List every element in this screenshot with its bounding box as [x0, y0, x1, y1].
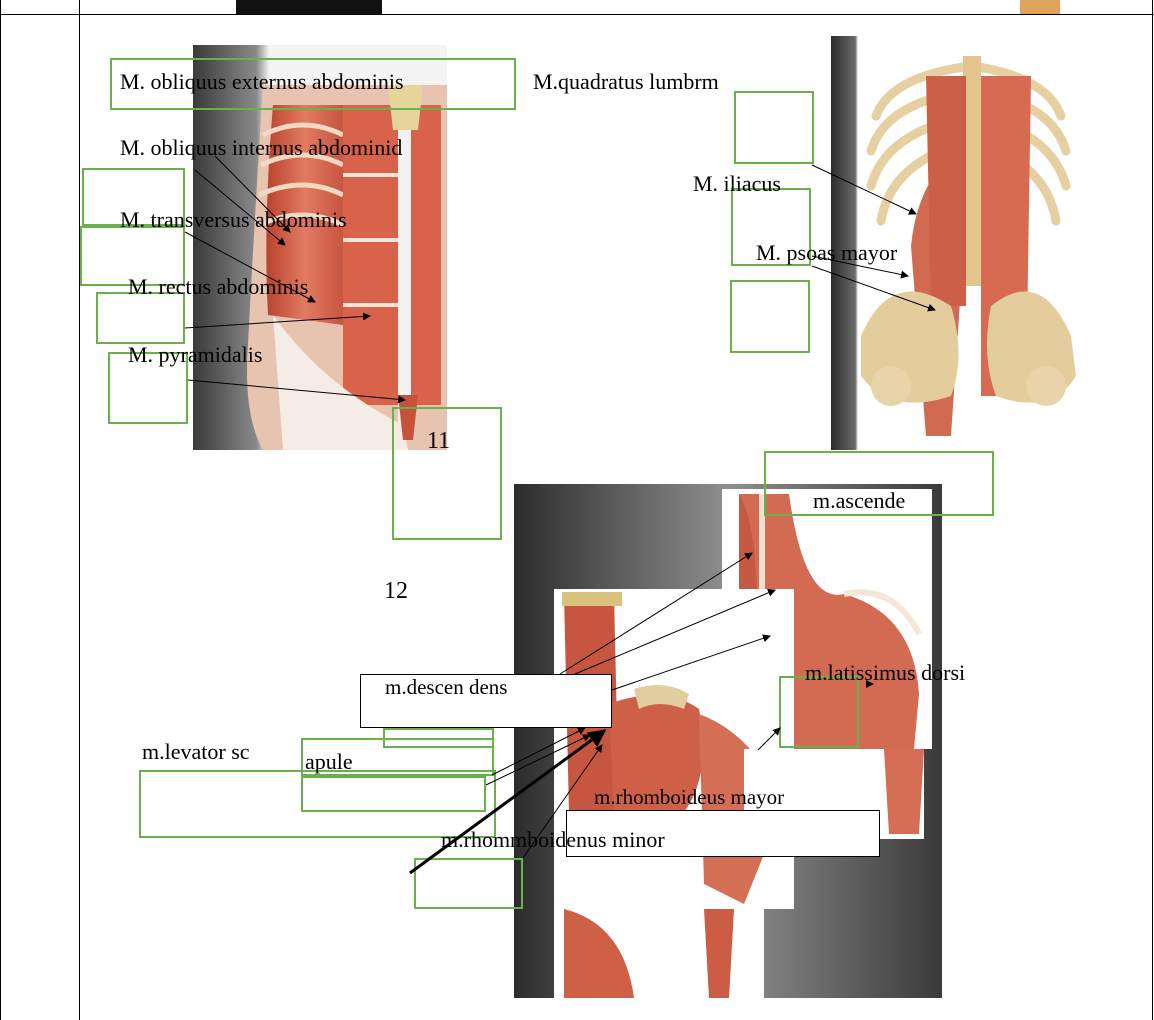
back-shoulder-figure: [514, 484, 942, 998]
label-obliquus-internus: M. obliquus internus abdominid: [120, 136, 402, 160]
green-box-left-3[interactable]: [96, 292, 185, 344]
label-rectus: M. rectus abdominis: [128, 275, 308, 299]
table-right-border: [1152, 0, 1153, 1020]
label-levator: m.levator sc: [142, 740, 250, 764]
label-levator-tail: apule: [305, 750, 353, 774]
figure-number-12: 12: [384, 578, 408, 605]
label-quadratus-lumborum: M.quadratus lumbrm: [533, 70, 719, 94]
table-left-border: [0, 0, 1, 1020]
label-obliquus-externus: M. obliquus externus abdominis: [120, 70, 404, 94]
top-strip-ornament: [1020, 0, 1060, 14]
label-rhomboidenus-minor: m.rhommboidenus minor: [441, 828, 665, 852]
label-rhomboideus-mayor: m.rhomboideus mayor: [594, 785, 784, 809]
label-psoas: M. psoas mayor: [756, 241, 897, 265]
green-box-right-1[interactable]: [734, 91, 814, 164]
table-top-border: [0, 14, 1154, 15]
top-strip-dark: [236, 0, 382, 14]
label-latissimus: m.latissimus dorsi: [805, 661, 965, 685]
label-descendens: m.descen dens: [385, 675, 507, 699]
green-box-latissimus[interactable]: [779, 676, 859, 748]
label-pyramidalis: M. pyramidalis: [128, 343, 262, 367]
back-shoulder-illustration: [514, 484, 942, 998]
figure-number-11: 11: [427, 428, 450, 455]
label-transversus: M. transversus abdominis: [120, 208, 347, 232]
green-box-rhomboidenus[interactable]: [414, 858, 523, 909]
green-box-right-3[interactable]: [730, 280, 810, 353]
green-box-number-11[interactable]: [392, 407, 502, 540]
label-iliacus: M. iliacus: [693, 172, 781, 196]
label-ascende: m.ascende: [813, 489, 905, 513]
table-column-divider: [79, 0, 80, 1020]
